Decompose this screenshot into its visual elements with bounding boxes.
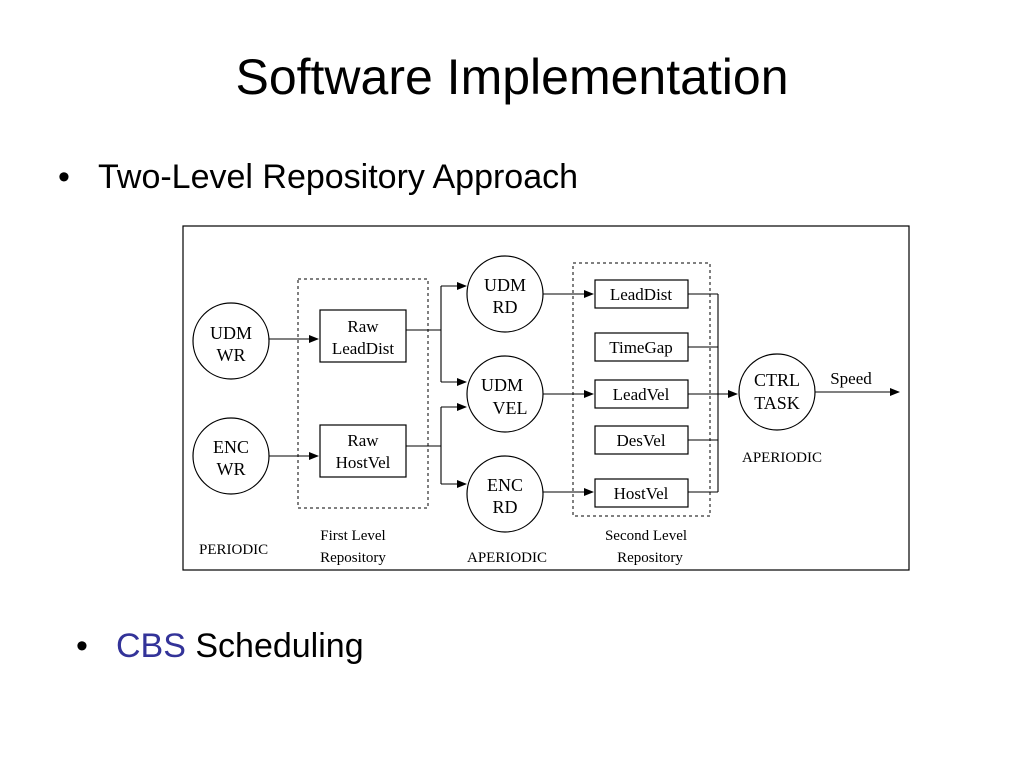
svg-text:CTRL: CTRL bbox=[754, 370, 800, 390]
ctrl-task-node: CTRL TASK bbox=[738, 353, 816, 431]
leadvel-node: LeadVel bbox=[594, 379, 689, 409]
bullet-cbs: • CBS Scheduling bbox=[76, 626, 364, 666]
aperiodic-right-label: APERIODIC bbox=[742, 450, 822, 466]
svg-text:TASK: TASK bbox=[754, 393, 800, 413]
svg-text:Raw: Raw bbox=[347, 317, 379, 336]
first-level-repository-box bbox=[297, 278, 429, 509]
leaddist-node: LeadDist bbox=[594, 279, 689, 309]
timegap-node: TimeGap bbox=[594, 332, 689, 362]
svg-text:RD: RD bbox=[492, 497, 517, 517]
svg-text:ENC: ENC bbox=[487, 475, 523, 495]
aperiodic-mid-label: APERIODIC bbox=[467, 550, 547, 566]
svg-text:TimeGap: TimeGap bbox=[609, 338, 673, 357]
bullet-highlight: CBS bbox=[116, 627, 186, 665]
raw-hostvel-node: Raw HostVel bbox=[319, 424, 407, 478]
svg-text:LeadVel: LeadVel bbox=[613, 385, 670, 404]
periodic-label: PERIODIC bbox=[199, 542, 268, 558]
slide-title: Software Implementation bbox=[235, 49, 789, 105]
svg-text:UDM: UDM bbox=[481, 375, 523, 395]
bullet-marker: • bbox=[58, 158, 70, 196]
svg-text:LeadDist: LeadDist bbox=[610, 285, 673, 304]
svg-text:HostVel: HostVel bbox=[614, 484, 669, 503]
svg-text:UDM: UDM bbox=[210, 323, 252, 343]
svg-text:WR: WR bbox=[217, 459, 246, 479]
enc-rd-node: ENC RD bbox=[466, 455, 544, 533]
svg-text:HostVel: HostVel bbox=[336, 453, 391, 472]
second-level-label-line2: Repository bbox=[617, 550, 683, 566]
svg-text:RD: RD bbox=[492, 297, 517, 317]
hostvel-node: HostVel bbox=[594, 478, 689, 508]
svg-text:ENC: ENC bbox=[213, 437, 249, 457]
udm-vel-node: UDM VEL bbox=[466, 355, 544, 433]
bullet-text: Two-Level Repository Approach bbox=[98, 158, 579, 196]
svg-text:DesVel: DesVel bbox=[616, 431, 665, 450]
bullet-text: Scheduling bbox=[185, 627, 364, 665]
udm-wr-node: UDM WR bbox=[192, 302, 270, 380]
second-level-repository-box bbox=[572, 262, 711, 517]
connector-lines bbox=[269, 282, 900, 496]
raw-leaddist-node: Raw LeadDist bbox=[319, 309, 407, 363]
second-level-label: Second Level bbox=[605, 528, 687, 544]
svg-text:VEL: VEL bbox=[493, 398, 528, 418]
diagram-frame bbox=[182, 225, 910, 571]
desvel-node: DesVel bbox=[594, 425, 689, 455]
bullet-marker: • bbox=[76, 627, 88, 665]
svg-text:UDM: UDM bbox=[484, 275, 526, 295]
first-level-label: First Level bbox=[320, 528, 385, 544]
svg-text:Raw: Raw bbox=[347, 431, 379, 450]
svg-text:LeadDist: LeadDist bbox=[332, 339, 395, 358]
svg-text:WR: WR bbox=[217, 345, 246, 365]
bullet-two-level: • Two-Level Repository Approach bbox=[58, 157, 578, 197]
udm-rd-node: UDM RD bbox=[466, 255, 544, 333]
speed-label: Speed bbox=[830, 369, 872, 388]
enc-wr-node: ENC WR bbox=[192, 417, 270, 495]
first-level-label-line2: Repository bbox=[320, 550, 386, 566]
